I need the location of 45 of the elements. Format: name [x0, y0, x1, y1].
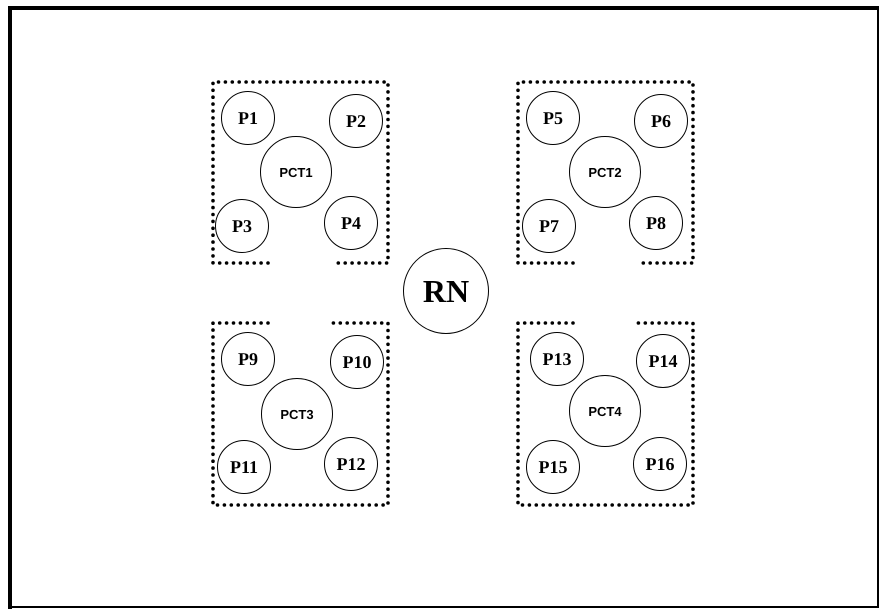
node-label: P12	[336, 455, 366, 473]
node-label: P5	[543, 109, 563, 127]
node-label: PCT1	[279, 166, 313, 178]
node-label: P8	[646, 214, 666, 232]
peer-circle	[324, 437, 378, 491]
dotted-boundary	[518, 323, 693, 505]
node-label: PCT4	[588, 404, 622, 418]
node-label: P7	[539, 217, 559, 235]
peer-circle	[526, 91, 580, 145]
node-label: P15	[538, 458, 568, 476]
node-label: P14	[648, 352, 678, 370]
node-label: P1	[238, 109, 258, 127]
peer-circle	[522, 199, 576, 253]
peer-circle	[629, 196, 683, 250]
controller-circle	[569, 375, 641, 447]
node-label: P10	[342, 353, 372, 371]
node-label: P2	[346, 112, 366, 130]
dotted-boundary	[213, 323, 388, 505]
dotted-boundary	[213, 82, 388, 263]
peer-circle	[329, 94, 383, 148]
node-label: P16	[646, 455, 674, 473]
peer-circle	[324, 196, 378, 250]
peer-circle	[530, 332, 584, 386]
peer-circle	[526, 440, 580, 494]
peer-circle	[633, 437, 687, 491]
dotted-boundary	[518, 82, 693, 263]
peer-circle	[217, 440, 271, 494]
node-label: P3	[232, 217, 252, 235]
peer-circle	[221, 332, 275, 386]
node-label: RN	[422, 275, 470, 307]
peer-circle	[634, 94, 688, 148]
node-label: P9	[238, 350, 258, 368]
peer-circle	[215, 199, 269, 253]
node-label: P6	[651, 112, 671, 130]
node-label: PCT2	[588, 166, 622, 178]
peer-circle	[636, 334, 690, 388]
node-label: P4	[341, 214, 361, 232]
node-label: PCT3	[280, 408, 314, 420]
node-label: P11	[230, 458, 258, 476]
node-label: P13	[542, 350, 572, 368]
controller-circle	[260, 136, 332, 208]
controller-circle	[569, 136, 641, 208]
controller-circle	[261, 378, 333, 450]
peer-circle	[221, 91, 275, 145]
peer-circle	[330, 335, 384, 389]
